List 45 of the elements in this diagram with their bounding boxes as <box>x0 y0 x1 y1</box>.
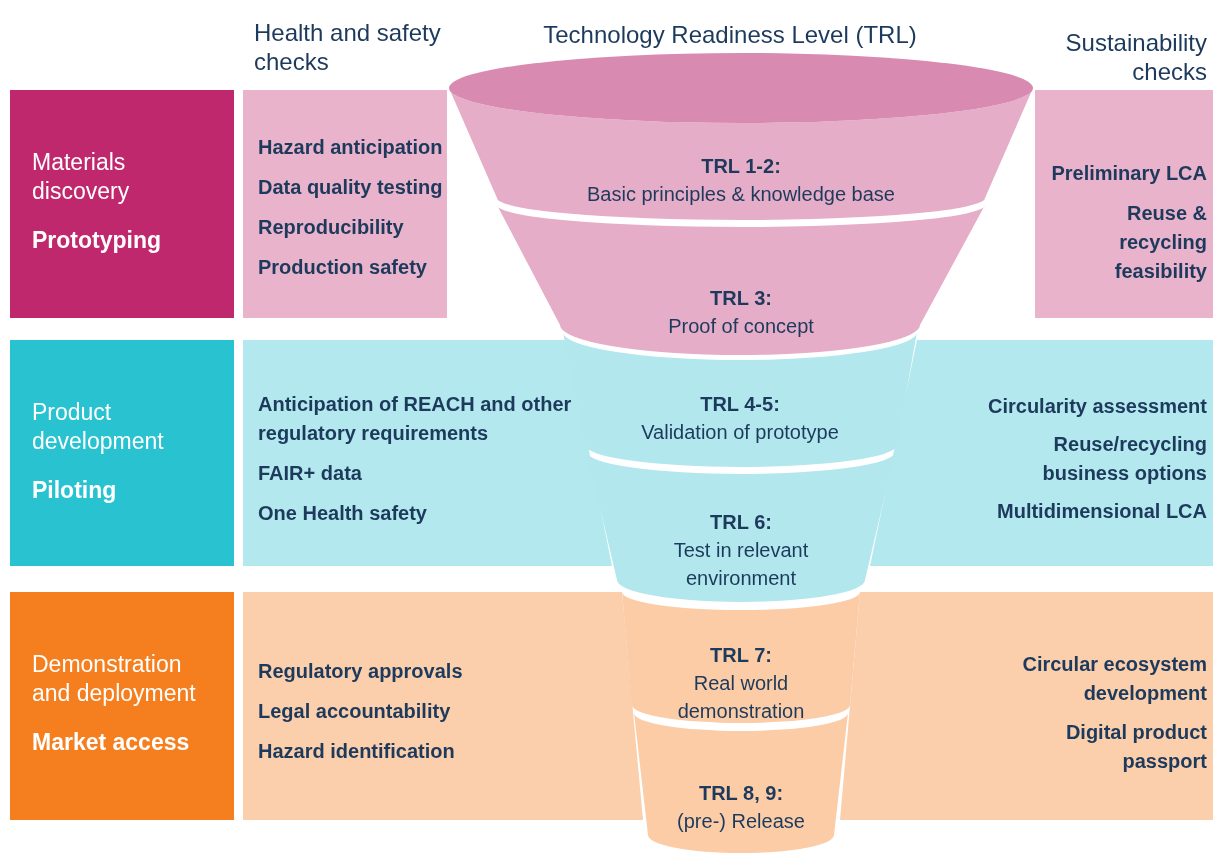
check-item: One Health safety <box>258 501 428 526</box>
column-heading: Health and safety checks <box>254 18 442 76</box>
trl-level: TRL 7: <box>709 643 773 668</box>
stage-name: Materials discovery <box>32 148 131 206</box>
check-item: Legal accountability <box>258 699 452 724</box>
check-item: Digital product passport <box>1064 720 1207 774</box>
check-item: Circular ecosystem development <box>1021 652 1207 706</box>
check-item: Hazard anticipation <box>258 135 444 160</box>
stage-phase: Piloting <box>32 476 118 505</box>
trl-level: TRL 8, 9: <box>697 781 785 806</box>
check-band <box>243 90 447 318</box>
check-item: Reuse/recycling business options <box>1041 432 1207 486</box>
trl-level: TRL 3: <box>709 286 773 311</box>
check-band <box>840 592 1213 820</box>
check-item: Preliminary LCA <box>1050 161 1207 186</box>
check-band <box>243 592 643 820</box>
check-item: Multidimensional LCA <box>996 499 1207 524</box>
trl-description: (pre-) Release <box>676 809 806 834</box>
trl-level: TRL 6: <box>709 510 773 535</box>
stage-phase: Market access <box>32 728 191 757</box>
trl-level: TRL 1-2: <box>700 154 782 179</box>
check-item: Anticipation of REACH and other regulatory requirements <box>258 392 573 446</box>
trl-description: Validation of prototype <box>640 420 840 445</box>
stage-box <box>10 90 234 318</box>
stage-name: Product development <box>32 398 165 456</box>
check-band <box>870 340 1213 566</box>
stage-box <box>10 340 234 566</box>
check-item: FAIR+ data <box>258 461 363 486</box>
check-item: Circularity assessment <box>987 394 1207 419</box>
column-heading: Sustainability checks <box>1064 28 1207 86</box>
check-item: Production safety <box>258 255 428 280</box>
check-item: Reuse & recycling feasibility <box>1113 201 1207 284</box>
trl-description: Real world demonstration <box>676 671 806 724</box>
trl-description: Proof of concept <box>667 314 815 339</box>
check-item: Hazard identification <box>258 739 456 764</box>
stage-name: Demonstration and deployment <box>32 650 197 708</box>
check-band <box>1035 90 1213 318</box>
trl-description: Basic principles & knowledge base <box>586 182 896 207</box>
stage-phase: Prototyping <box>32 226 163 255</box>
column-heading: Technology Readiness Level (TRL) <box>542 20 918 49</box>
check-item: Regulatory approvals <box>258 659 464 684</box>
trl-description: Test in relevant environment <box>672 538 810 591</box>
check-item: Reproducibility <box>258 215 405 240</box>
stage-box <box>10 592 234 820</box>
check-item: Data quality testing <box>258 175 444 200</box>
